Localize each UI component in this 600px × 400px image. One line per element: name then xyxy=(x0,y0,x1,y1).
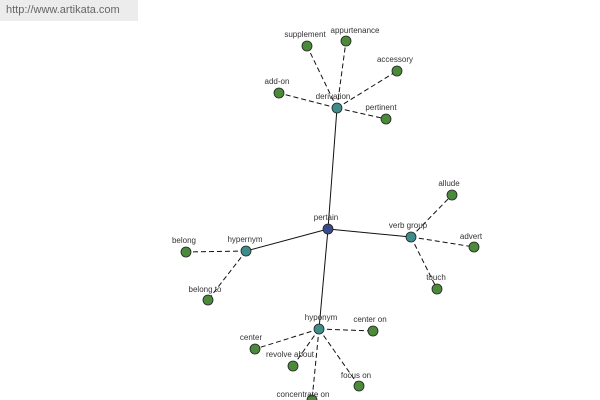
label-hypernym: hypernym xyxy=(227,235,262,244)
node-center[interactable] xyxy=(249,343,261,355)
node-appurtenance[interactable] xyxy=(340,35,352,47)
label-focus-on: focus on xyxy=(341,371,371,380)
edge-derivation-supplement xyxy=(306,45,338,109)
edge-pertain-hyponym xyxy=(318,228,329,330)
label-pertain: pertain xyxy=(314,213,338,222)
edge-hyponym-concentrate-on xyxy=(311,328,320,400)
label-verb-group: verb group xyxy=(389,221,428,230)
label-pertinent: pertinent xyxy=(365,103,397,112)
edge-derivation-add-on xyxy=(278,92,338,109)
edge-hyponym-revolve-about xyxy=(292,328,320,367)
node-verb-group[interactable] xyxy=(405,231,417,243)
graph-nodes xyxy=(180,35,480,400)
label-derivation: derivation xyxy=(316,92,351,101)
node-pertain[interactable] xyxy=(322,223,334,235)
node-hyponym[interactable] xyxy=(313,323,325,335)
label-center: center xyxy=(240,333,263,342)
edge-hypernym-belong xyxy=(185,250,247,253)
edge-hypernym-belong-to xyxy=(207,250,247,301)
node-belong[interactable] xyxy=(180,246,192,258)
node-allude[interactable] xyxy=(446,189,458,201)
edge-hyponym-focus-on xyxy=(318,328,360,387)
label-hyponym: hyponym xyxy=(305,313,338,322)
label-revolve-about: revolve about xyxy=(266,350,315,359)
node-touch[interactable] xyxy=(431,283,443,295)
label-concentrate-on: concentrate on xyxy=(277,390,330,399)
edge-derivation-appurtenance xyxy=(336,40,347,109)
edge-pertain-hypernym xyxy=(245,228,329,252)
label-belong-to: belong to xyxy=(189,285,222,294)
node-revolve-about[interactable] xyxy=(287,360,299,372)
label-add-on: add-on xyxy=(265,77,290,86)
edge-verb-group-touch xyxy=(410,236,438,290)
edge-pertain-derivation xyxy=(327,107,338,230)
graph-edges xyxy=(185,40,475,400)
graph-labels: supplement appurtenance accessory add-on per… xyxy=(172,26,483,399)
node-pertinent[interactable] xyxy=(380,113,392,125)
label-accessory: accessory xyxy=(377,55,413,64)
node-derivation[interactable] xyxy=(331,102,343,114)
node-accessory[interactable] xyxy=(391,65,403,77)
label-supplement: supplement xyxy=(284,30,326,39)
edge-verb-group-advert xyxy=(410,236,475,248)
node-supplement[interactable] xyxy=(301,40,313,52)
node-concentrate-on[interactable] xyxy=(306,394,318,400)
edge-derivation-accessory xyxy=(336,70,398,109)
label-center-on: center on xyxy=(353,315,386,324)
node-belong-to[interactable] xyxy=(202,294,214,306)
node-hypernym[interactable] xyxy=(240,245,252,257)
node-focus-on[interactable] xyxy=(353,380,365,392)
node-add-on[interactable] xyxy=(273,87,285,99)
label-belong: belong xyxy=(172,236,196,245)
watermark: http://www.artikata.com xyxy=(0,0,138,21)
label-advert: advert xyxy=(460,232,483,241)
node-advert[interactable] xyxy=(468,241,480,253)
edge-hyponym-center xyxy=(254,328,320,350)
edge-verb-group-allude xyxy=(410,194,453,238)
node-center-on[interactable] xyxy=(367,325,379,337)
edge-hyponym-center-on xyxy=(318,328,374,332)
label-appurtenance: appurtenance xyxy=(331,26,380,35)
label-allude: allude xyxy=(438,179,460,188)
label-touch: touch xyxy=(426,273,446,282)
edge-derivation-pertinent xyxy=(336,107,387,120)
edge-pertain-verb-group xyxy=(327,228,412,238)
